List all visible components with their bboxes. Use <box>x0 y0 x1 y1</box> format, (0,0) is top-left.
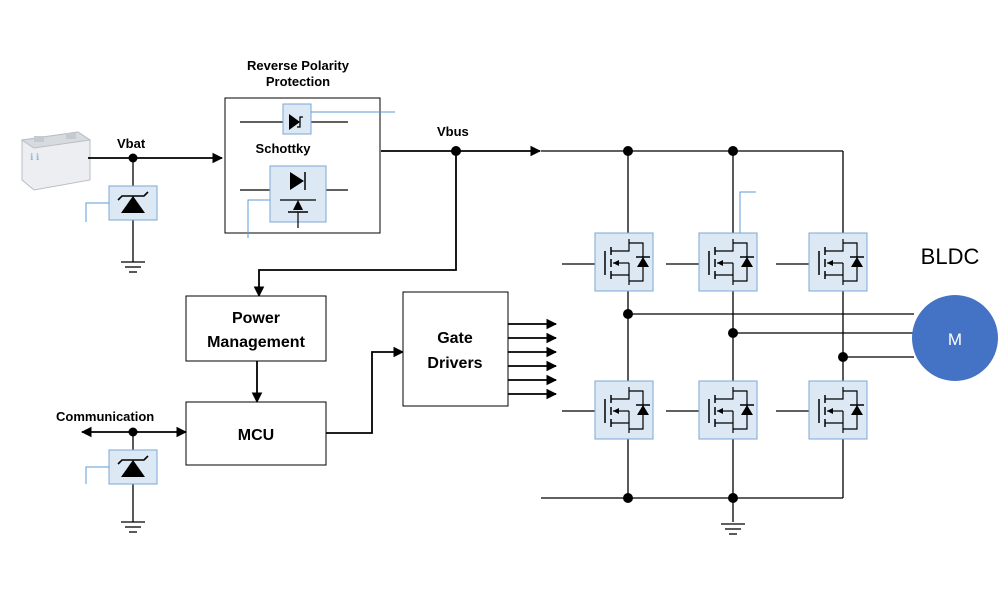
reverse-polarity-title-line1: Reverse Polarity <box>247 58 350 73</box>
mosfet-icon <box>698 380 758 440</box>
vbat-label: Vbat <box>117 136 146 151</box>
gate-drive-outputs <box>508 318 558 400</box>
gate-drivers-block <box>402 291 509 407</box>
pmos-switch-icon <box>240 165 348 238</box>
mcu-block <box>185 401 327 466</box>
tvs-diode-icon <box>85 185 158 222</box>
mosfet-icon <box>698 232 758 292</box>
vbus-label: Vbus <box>437 124 469 139</box>
vbat-wire <box>88 152 224 262</box>
reverse-polarity-title-line2: Protection <box>266 74 330 89</box>
sense-wire <box>739 191 756 233</box>
communication-label: Communication <box>56 409 154 424</box>
mcu-label: MCU <box>238 427 274 444</box>
ground-icon <box>120 261 146 273</box>
ground-icon <box>120 521 146 533</box>
mosfet-icon <box>808 232 868 292</box>
svg-text:ℹ ℹ: ℹ ℹ <box>30 152 40 162</box>
schottky-diode-icon <box>240 103 395 135</box>
motor-label: M <box>948 330 962 349</box>
vbus-wire <box>253 145 542 298</box>
motor-icon <box>912 295 998 381</box>
inverter-bridge-wiring <box>541 150 914 522</box>
battery-icon: ℹ ℹ <box>20 131 92 191</box>
gate-drivers-label-line2: Drivers <box>427 355 482 372</box>
tvs-diode-icon <box>85 449 158 485</box>
schottky-label: Schottky <box>256 141 312 156</box>
power-management-block <box>185 295 327 362</box>
junction-dots <box>623 146 848 503</box>
mosfet-icon <box>594 232 654 292</box>
power-management-label-line1: Power <box>232 310 280 327</box>
gate-drivers-label-line1: Gate <box>437 330 473 347</box>
mcu-to-gate-drivers-wire <box>326 346 405 434</box>
mosfet-icon <box>808 380 868 440</box>
mosfet-icon <box>594 380 654 440</box>
ground-icon <box>720 523 746 535</box>
communication-wire <box>80 426 188 522</box>
power-management-label-line2: Management <box>207 334 305 351</box>
bldc-label: BLDC <box>921 244 980 269</box>
